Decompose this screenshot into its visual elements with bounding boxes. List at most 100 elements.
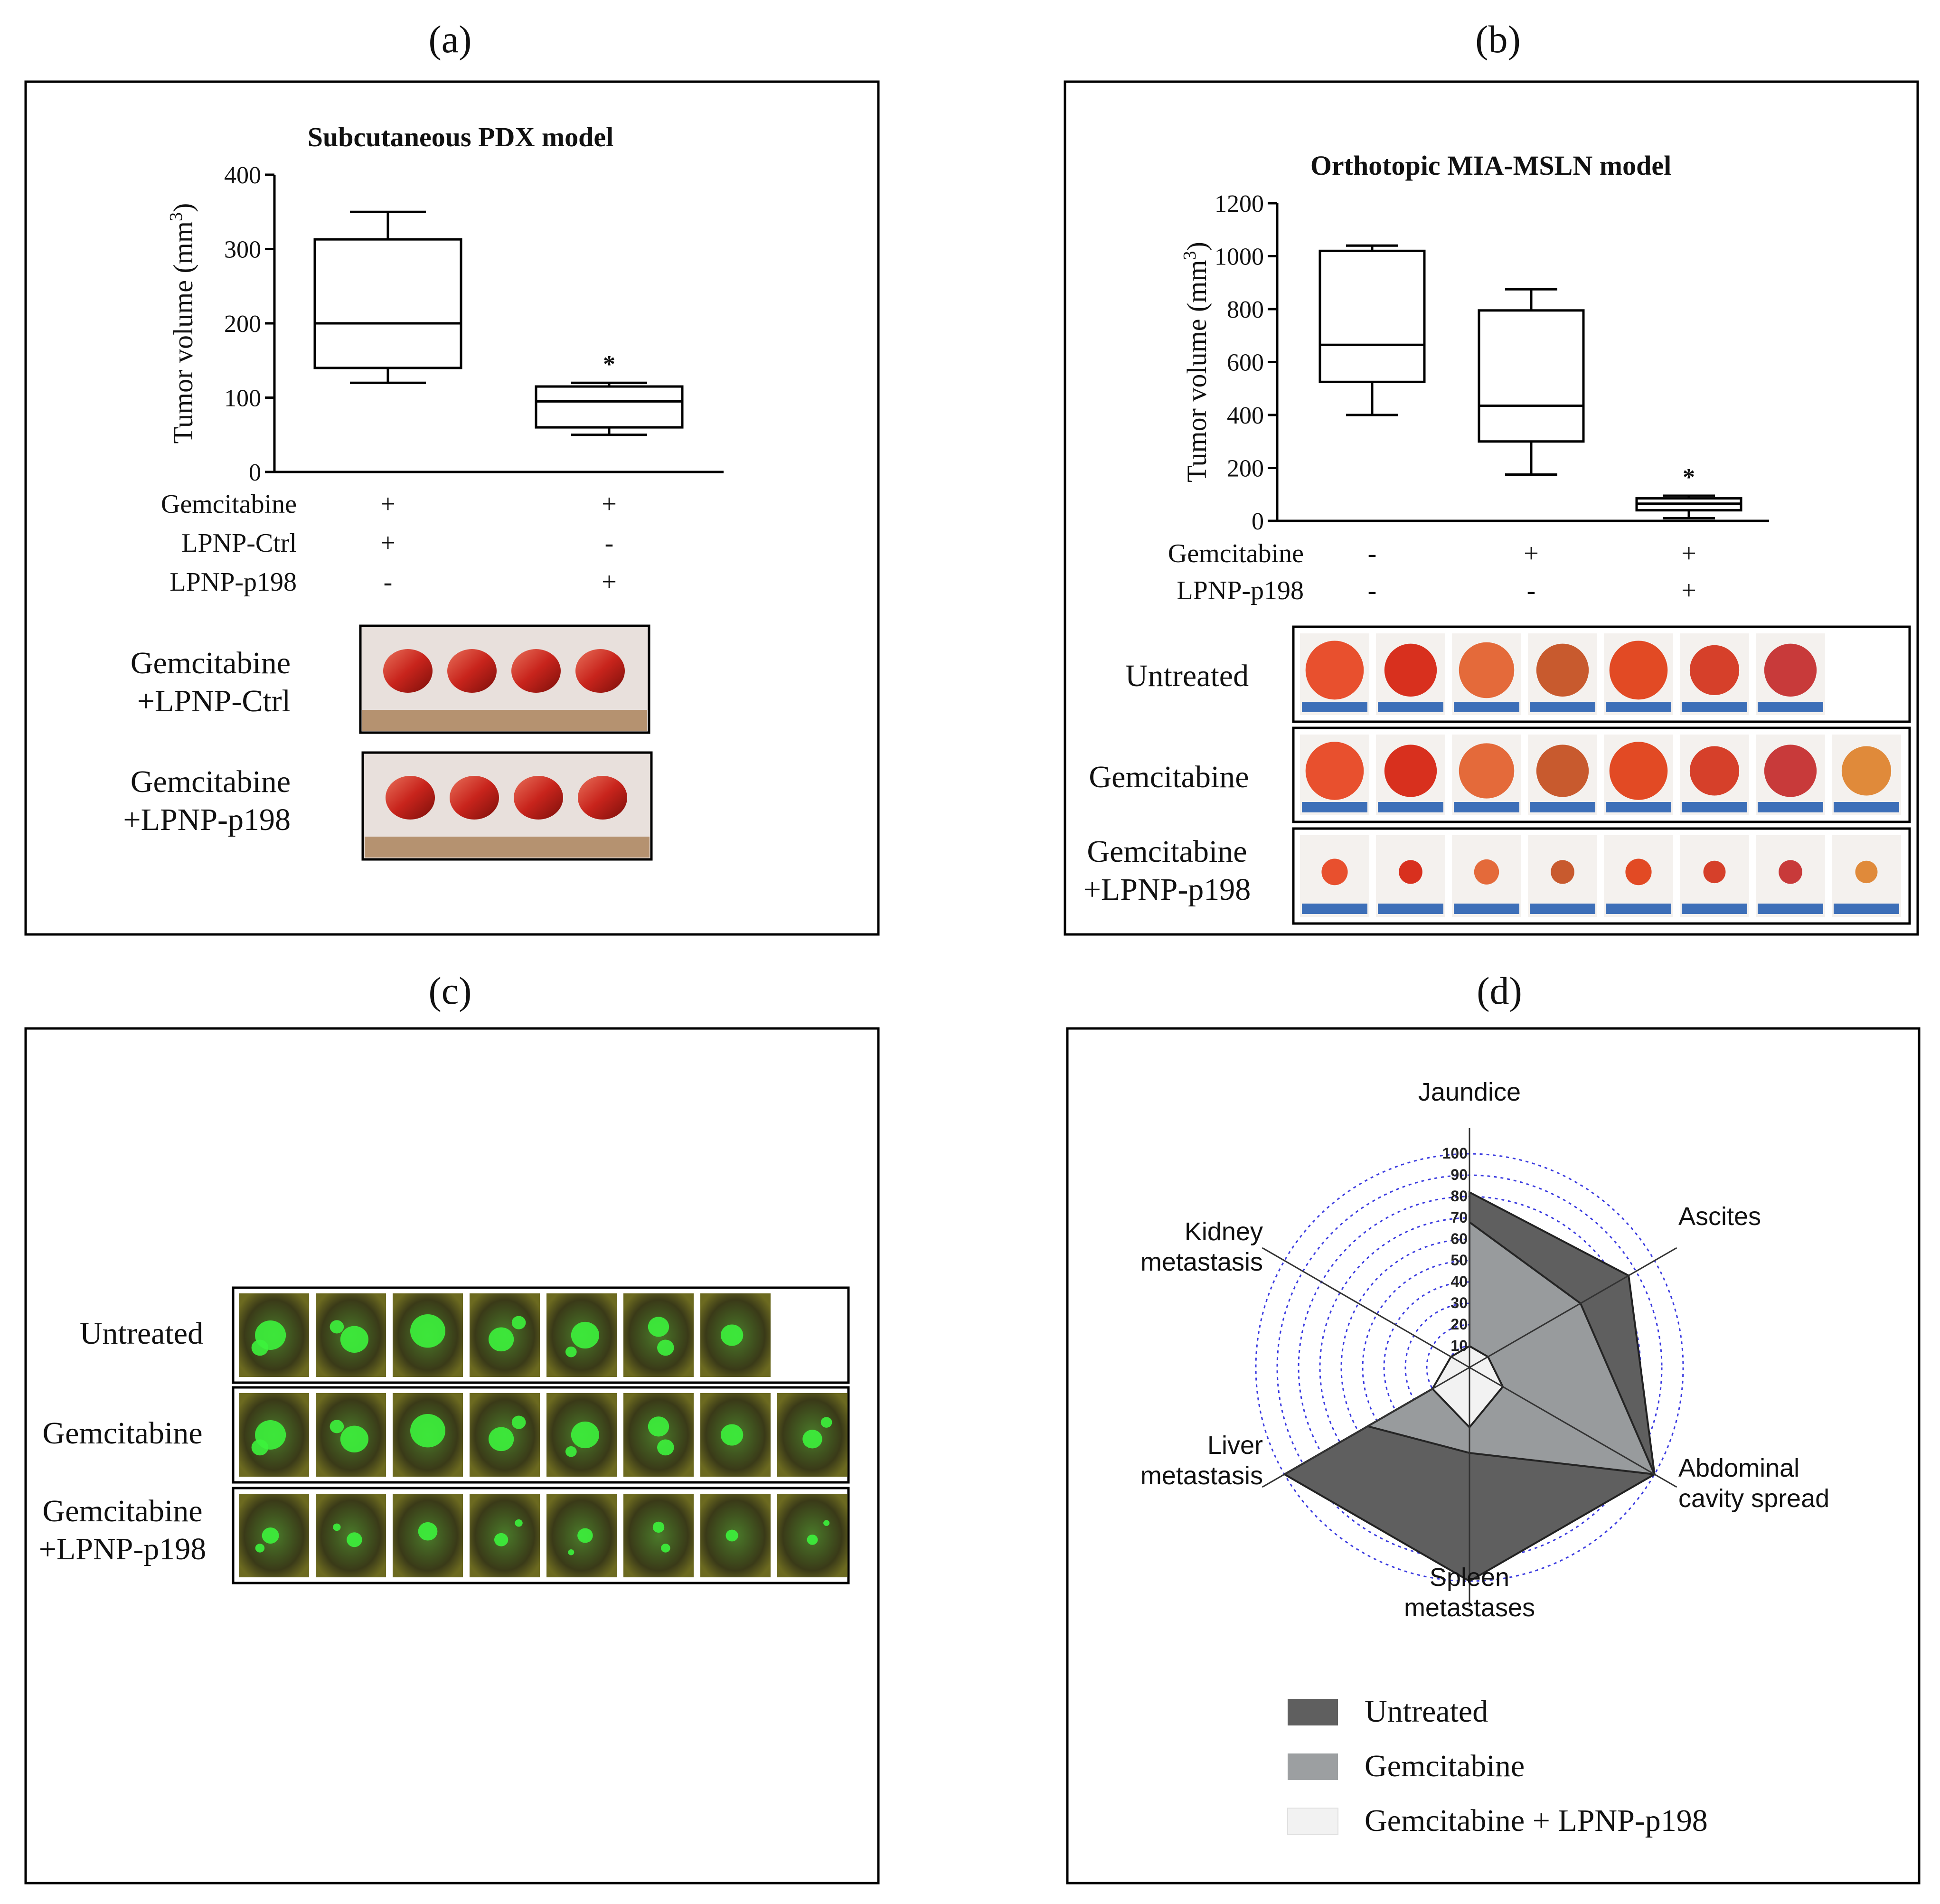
- ruler-strip: [1606, 802, 1671, 812]
- photo-row-label: +LPNP-p198: [1083, 872, 1251, 907]
- ruler-strip: [1302, 702, 1367, 712]
- box-iqr: [1318, 249, 1426, 383]
- legend-label: Untreated: [1365, 1694, 1488, 1729]
- radar-axis-label: metastases: [1404, 1593, 1535, 1622]
- tumor-specimen: [578, 776, 627, 820]
- fluorescent-region: [410, 1414, 445, 1448]
- fluorescent-region: [571, 1421, 599, 1449]
- fluorescent-region: [720, 1424, 744, 1446]
- radar-tick-label: 20: [1450, 1316, 1468, 1333]
- tumor-specimen: [1764, 745, 1817, 797]
- photo-row-label: Gemcitabine: [42, 1416, 202, 1451]
- fluorescent-region: [511, 1415, 526, 1429]
- y-tick-label: 100: [224, 385, 261, 412]
- ruler-strip: [1302, 904, 1367, 914]
- tumor-specimen: [1703, 860, 1726, 884]
- tumor-specimen: [447, 649, 497, 693]
- radar-spoke: [1469, 1367, 1677, 1488]
- treatment-sign: -: [384, 567, 393, 597]
- fluorescent-region: [494, 1533, 509, 1546]
- y-tick-label: 200: [1227, 455, 1264, 482]
- photo-row-label: Untreated: [80, 1316, 203, 1351]
- tumor-specimen: [1689, 746, 1740, 796]
- fluorescent-region: [333, 1523, 341, 1531]
- y-axis-label: Tumor volume (mm3): [166, 203, 198, 444]
- ruler-strip: [1454, 802, 1519, 812]
- radar-grid-ring: [1255, 1153, 1684, 1582]
- fluorescent-region: [488, 1427, 514, 1452]
- radar-tick-label: 10: [1450, 1337, 1468, 1354]
- box-iqr: [535, 385, 684, 429]
- ruler-strip: [1606, 904, 1671, 914]
- fluorescent-region: [661, 1544, 670, 1553]
- ruler-strip: [1682, 802, 1747, 812]
- radar-spoke: [1262, 1247, 1470, 1368]
- photo-row-label: +LPNP-p198: [39, 1532, 207, 1566]
- radar-axis-label: Abdominal: [1678, 1454, 1799, 1482]
- tumor-specimen: [386, 776, 435, 820]
- legend-swatch: [1288, 1753, 1338, 1780]
- fluorescent-region: [807, 1534, 818, 1545]
- tumor-specimen: [1841, 746, 1892, 796]
- tumor-specimen: [1536, 643, 1589, 697]
- ruler-strip: [1758, 702, 1823, 712]
- box-iqr: [313, 238, 462, 369]
- radar-chart-d: 102030405060708090100JaundiceAscitesAbdo…: [1140, 1078, 1829, 1838]
- fluorescent-region: [652, 1521, 665, 1533]
- radar-tick-label: 50: [1450, 1252, 1468, 1269]
- photo-row-label: +LPNP-p198: [123, 802, 291, 837]
- fluorescent-region: [262, 1527, 279, 1544]
- radar-tick-label: 80: [1450, 1188, 1468, 1205]
- fluorescent-region: [251, 1339, 269, 1356]
- panel-letter-b: (b): [1475, 18, 1521, 61]
- radar-axis-label: Kidney: [1185, 1217, 1263, 1246]
- ruler-strip: [1378, 802, 1443, 812]
- treatment-sign: -: [1368, 539, 1377, 568]
- radar-axis-label: Liver: [1207, 1431, 1263, 1460]
- panel-d-frame: [1066, 1027, 1921, 1885]
- photo-row-label: +LPNP-Ctrl: [137, 684, 291, 718]
- ruler-strip: [1682, 702, 1747, 712]
- panel-b-frame: [1064, 80, 1919, 936]
- y-tick-label: 0: [249, 459, 261, 486]
- fluorescent-region: [251, 1439, 269, 1456]
- tumor-specimen: [511, 649, 561, 693]
- fluorescent-region: [330, 1320, 344, 1334]
- box-plot-a: Subcutaneous PDX model0100200300400Tumor…: [161, 122, 724, 597]
- y-tick-label: 800: [1227, 296, 1264, 323]
- panel-letter-c: (c): [428, 969, 471, 1012]
- tumor-specimen: [1536, 745, 1589, 797]
- treatment-row-label: Gemcitabine: [1168, 539, 1304, 568]
- radar-axis-label: metastasis: [1140, 1248, 1263, 1276]
- treatment-sign: +: [380, 528, 396, 558]
- photo-row-label: Gemcitabine: [131, 646, 291, 680]
- ruler-strip: [1454, 702, 1519, 712]
- y-tick-label: 400: [1227, 402, 1264, 429]
- radar-tick-label: 90: [1450, 1166, 1468, 1183]
- fluorescent-region: [648, 1317, 669, 1337]
- ruler-strip: [1758, 802, 1823, 812]
- fluorescent-region: [330, 1420, 344, 1433]
- y-tick-label: 1200: [1215, 190, 1264, 217]
- fluorescent-region: [725, 1529, 738, 1542]
- tumor-specimen: [450, 776, 499, 820]
- fluorescent-region: [340, 1425, 369, 1452]
- radar-tick-label: 100: [1442, 1145, 1468, 1162]
- tumor-photos-a: Gemcitabine+LPNP-CtrlGemcitabine+LPNP-p1…: [123, 624, 653, 861]
- legend-label: Gemcitabine + LPNP-p198: [1365, 1803, 1708, 1838]
- photo-row-label: Untreated: [1125, 659, 1249, 693]
- ruler-strip: [1454, 904, 1519, 914]
- tumor-specimen: [514, 776, 563, 820]
- fluorescent-region: [802, 1430, 822, 1449]
- fluorescent-region: [418, 1522, 438, 1541]
- fluorescent-region: [820, 1417, 832, 1428]
- treatment-sign: +: [602, 490, 617, 519]
- treatment-sign: -: [1368, 576, 1377, 605]
- fluorescent-region: [823, 1520, 830, 1526]
- ruler-strip: [1530, 802, 1595, 812]
- tumor-specimen: [1305, 641, 1364, 700]
- treatment-sign: +: [1524, 539, 1539, 568]
- tumor-specimen: [1779, 860, 1802, 884]
- fluorescent-region: [255, 1544, 265, 1553]
